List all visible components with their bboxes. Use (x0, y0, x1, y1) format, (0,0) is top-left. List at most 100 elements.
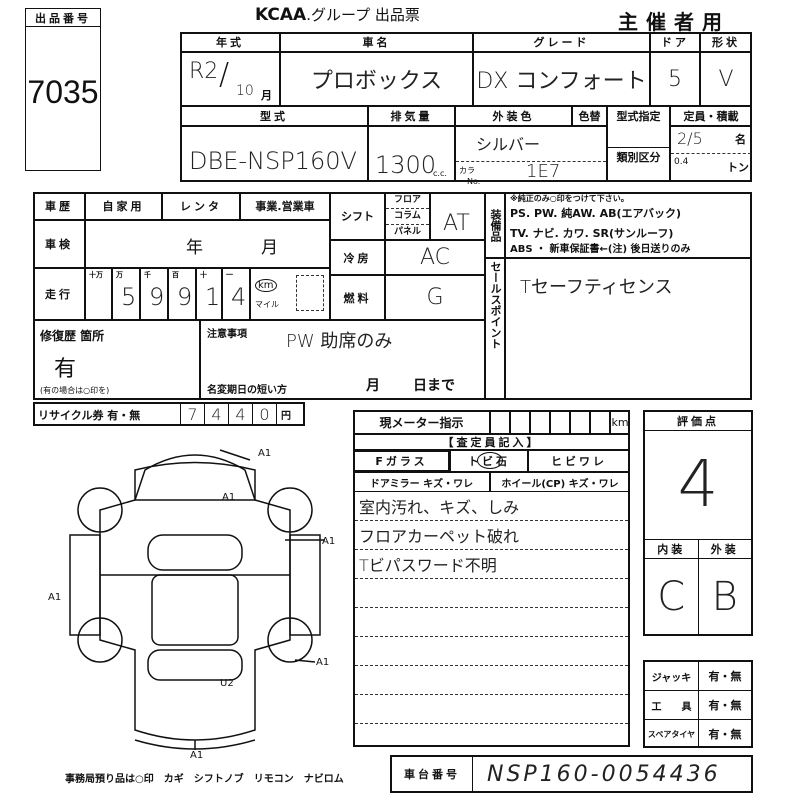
meter-digit-cell[interactable] (530, 410, 550, 434)
repair-value: 有 (54, 357, 77, 382)
name-label: 車名 (280, 32, 473, 52)
inspector-header: 【査定員記入】 (353, 434, 630, 450)
damage-mark: A1 (316, 657, 329, 668)
load-unit: トン (727, 161, 749, 174)
color-change-label: 色替 (572, 106, 607, 126)
name-change-month: 月 (366, 378, 380, 394)
inspector-note-line (355, 608, 628, 637)
title-text: .グループ 出品票 (306, 6, 420, 24)
damage-mark: A1 (222, 492, 235, 503)
place-label: 一 (226, 271, 233, 279)
sales-point-value: Tセーフティセンス (505, 258, 752, 400)
km-option[interactable]: km (255, 279, 277, 292)
inspection-label: 車検 (33, 220, 85, 268)
lot-number: 7035 (27, 74, 99, 110)
place-label: 万 (116, 271, 123, 279)
damage-mark: U2 (220, 678, 234, 689)
capacity-unit: 名 (735, 133, 746, 146)
mirror-option[interactable]: ドアミラー キズ・ワレ (353, 472, 490, 492)
recycle-digit: 4 (204, 404, 228, 424)
place-label: 百 (172, 271, 179, 279)
exterior-label: 外装 (710, 543, 739, 556)
shape-label: 形状 (700, 32, 752, 52)
damage-mark: A1 (190, 750, 203, 760)
front-right-wheel (267, 487, 313, 533)
equipment-note: ※純正のみ○印をつけて下さい。 (510, 194, 629, 203)
exterior-grade: B (711, 574, 738, 620)
fuel-label: 燃料 (330, 275, 385, 320)
meter-digit-cell[interactable] (550, 410, 570, 434)
shape-value: V (700, 52, 752, 106)
inspector-note-line (355, 579, 628, 608)
lot-label: 出品番号 (26, 9, 100, 27)
shift-floor[interactable]: フロア (386, 193, 429, 209)
car-body-outline (99, 454, 291, 741)
crack-option[interactable]: ヒビワレ (528, 450, 630, 472)
damage-mark: A1 (258, 448, 271, 459)
accessory-row: 工 具有・無 (645, 691, 751, 720)
place-label: 十 (200, 271, 207, 279)
grade-value: DX コンフォート (473, 52, 650, 106)
score-box: 評価点 4 内装 外装 C B (643, 410, 753, 636)
sheet-title: KCAA.グループ 出品票 (255, 4, 420, 25)
inspector-note-line: 室内汚れ、キズ、しみ (355, 492, 628, 521)
mileage-digit: 9 (149, 283, 165, 311)
shift-column[interactable]: コラム (386, 209, 429, 225)
color-cell: シルバー カラーNo. 1E7 (455, 126, 607, 186)
door-label: ドア (650, 32, 700, 52)
shift-options: フロア コラム パネル (385, 192, 430, 240)
caution-value: PW 助席のみ (286, 331, 393, 352)
inspector-note-line (355, 666, 628, 695)
left-side (69, 534, 101, 636)
right-side (289, 534, 321, 636)
capacity-label: 定員・積載 (670, 106, 752, 126)
name-change-day: 日まで (413, 378, 455, 394)
ac-value: AC (385, 240, 485, 275)
recycle-digit: 0 (252, 404, 276, 424)
displacement-cell: 1300 c.c. (368, 126, 455, 182)
damage-mark: A1 (322, 536, 335, 547)
accessory-label: スペアタイヤ (645, 720, 699, 748)
meter-unit: km (610, 410, 630, 434)
meter-digit-cell[interactable] (570, 410, 590, 434)
history-rental[interactable]: レンタ (162, 192, 240, 220)
history-business[interactable]: 事業.営業車 (240, 192, 330, 220)
interior-label: 内装 (645, 540, 699, 558)
month-value: 10 (236, 83, 254, 99)
displacement-unit: c.c. (433, 169, 447, 178)
recycle-digit: 7 (180, 404, 204, 424)
mileage-digit: 4 (231, 283, 247, 311)
history-private[interactable]: 自家用 (85, 192, 162, 220)
meter-digit-cell[interactable] (510, 410, 530, 434)
equipment-label: 装備品 (485, 192, 505, 258)
place-label: 千 (144, 271, 151, 279)
inspection-cell: 年 月 (85, 220, 330, 268)
mile-option[interactable]: マイル (255, 300, 279, 309)
meter-digit-cell[interactable] (490, 410, 510, 434)
recycle-label: リサイクル券 有・無 (38, 409, 141, 422)
color-value: シルバー (476, 135, 541, 154)
rear-window (147, 649, 243, 681)
equipment-line-2: TV. ナビ. カワ. SR(サンルーフ) (510, 227, 674, 240)
accessory-value[interactable]: 有・無 (708, 670, 742, 683)
accessory-value[interactable]: 有・無 (708, 699, 742, 712)
meter-digit-cell[interactable] (590, 410, 610, 434)
inspector-note-line: フロアカーペット破れ (355, 521, 628, 550)
accessory-row: スペアタイヤ有・無 (645, 720, 751, 748)
ac-label: 冷房 (330, 240, 385, 275)
color-no-value: 1E7 (526, 161, 561, 182)
accessory-value[interactable]: 有・無 (708, 728, 742, 741)
fuel-value: G (385, 275, 485, 320)
recycle-unit: 円 (276, 404, 295, 424)
mileage-digit: 9 (177, 283, 193, 311)
wheel-option[interactable]: ホイール(CP) キズ・ワレ (490, 472, 630, 492)
equipment-line-1: PS. PW. 純AW. AB(エアバック) (510, 207, 682, 220)
shift-panel[interactable]: パネル (393, 227, 421, 237)
